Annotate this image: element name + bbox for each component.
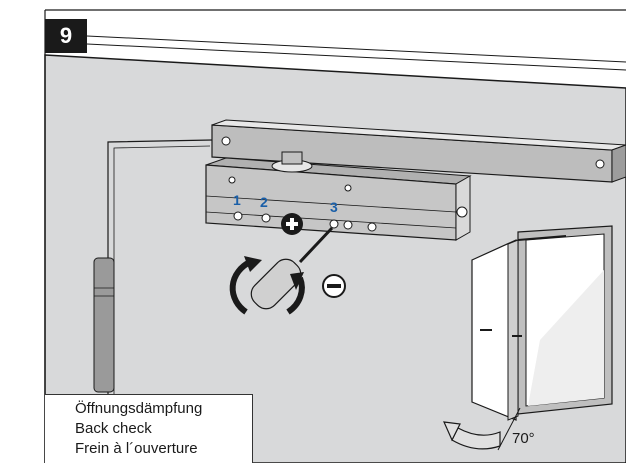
door-leaf-edge [507, 239, 519, 421]
slide-rail-top [211, 119, 626, 151]
body-screw-2 [344, 184, 352, 192]
valve-4 [367, 222, 377, 232]
closer-groove-2 [205, 211, 457, 229]
caption-box: Öffnungsdämpfung Back check Frein à l´ou… [45, 394, 253, 463]
valve-3b [343, 220, 353, 230]
step-number: 9 [59, 23, 73, 48]
adjuster-label-3: 3 [330, 199, 338, 215]
valve-3 [329, 219, 339, 229]
caption-line-fr: Frein à l´ouverture [75, 440, 198, 457]
arm-shaft [281, 151, 303, 165]
valve-2 [261, 213, 271, 223]
opening-angle-label: 70° [512, 430, 535, 447]
caption-line-de: Öffnungsdämpfung [75, 400, 203, 417]
door-leaf [471, 239, 517, 421]
ceiling-edge [86, 35, 626, 63]
hinge [93, 257, 115, 393]
rail-screw-left [221, 136, 231, 146]
minus-icon [322, 274, 346, 298]
door-arm [517, 235, 567, 241]
caption-line-en: Back check [75, 420, 152, 437]
ceiling-edge-2 [86, 43, 626, 71]
slide-rail-end [611, 144, 626, 183]
opening-direction-arrow-icon [443, 407, 521, 451]
adjuster-label-1: 1 [233, 192, 241, 208]
rotation-arrow-icon [229, 256, 305, 315]
valve-1 [233, 211, 243, 221]
rail-screw-right [595, 159, 605, 169]
door-floor-shadow [528, 270, 604, 406]
screwdriver-icon [250, 226, 334, 310]
plus-icon [281, 213, 303, 235]
closer-groove [205, 195, 457, 213]
adjuster-label-2: 2 [260, 194, 268, 210]
body-screw-1 [228, 176, 236, 184]
end-cap-screw [456, 206, 468, 218]
step-number-badge: 9 [45, 19, 87, 53]
